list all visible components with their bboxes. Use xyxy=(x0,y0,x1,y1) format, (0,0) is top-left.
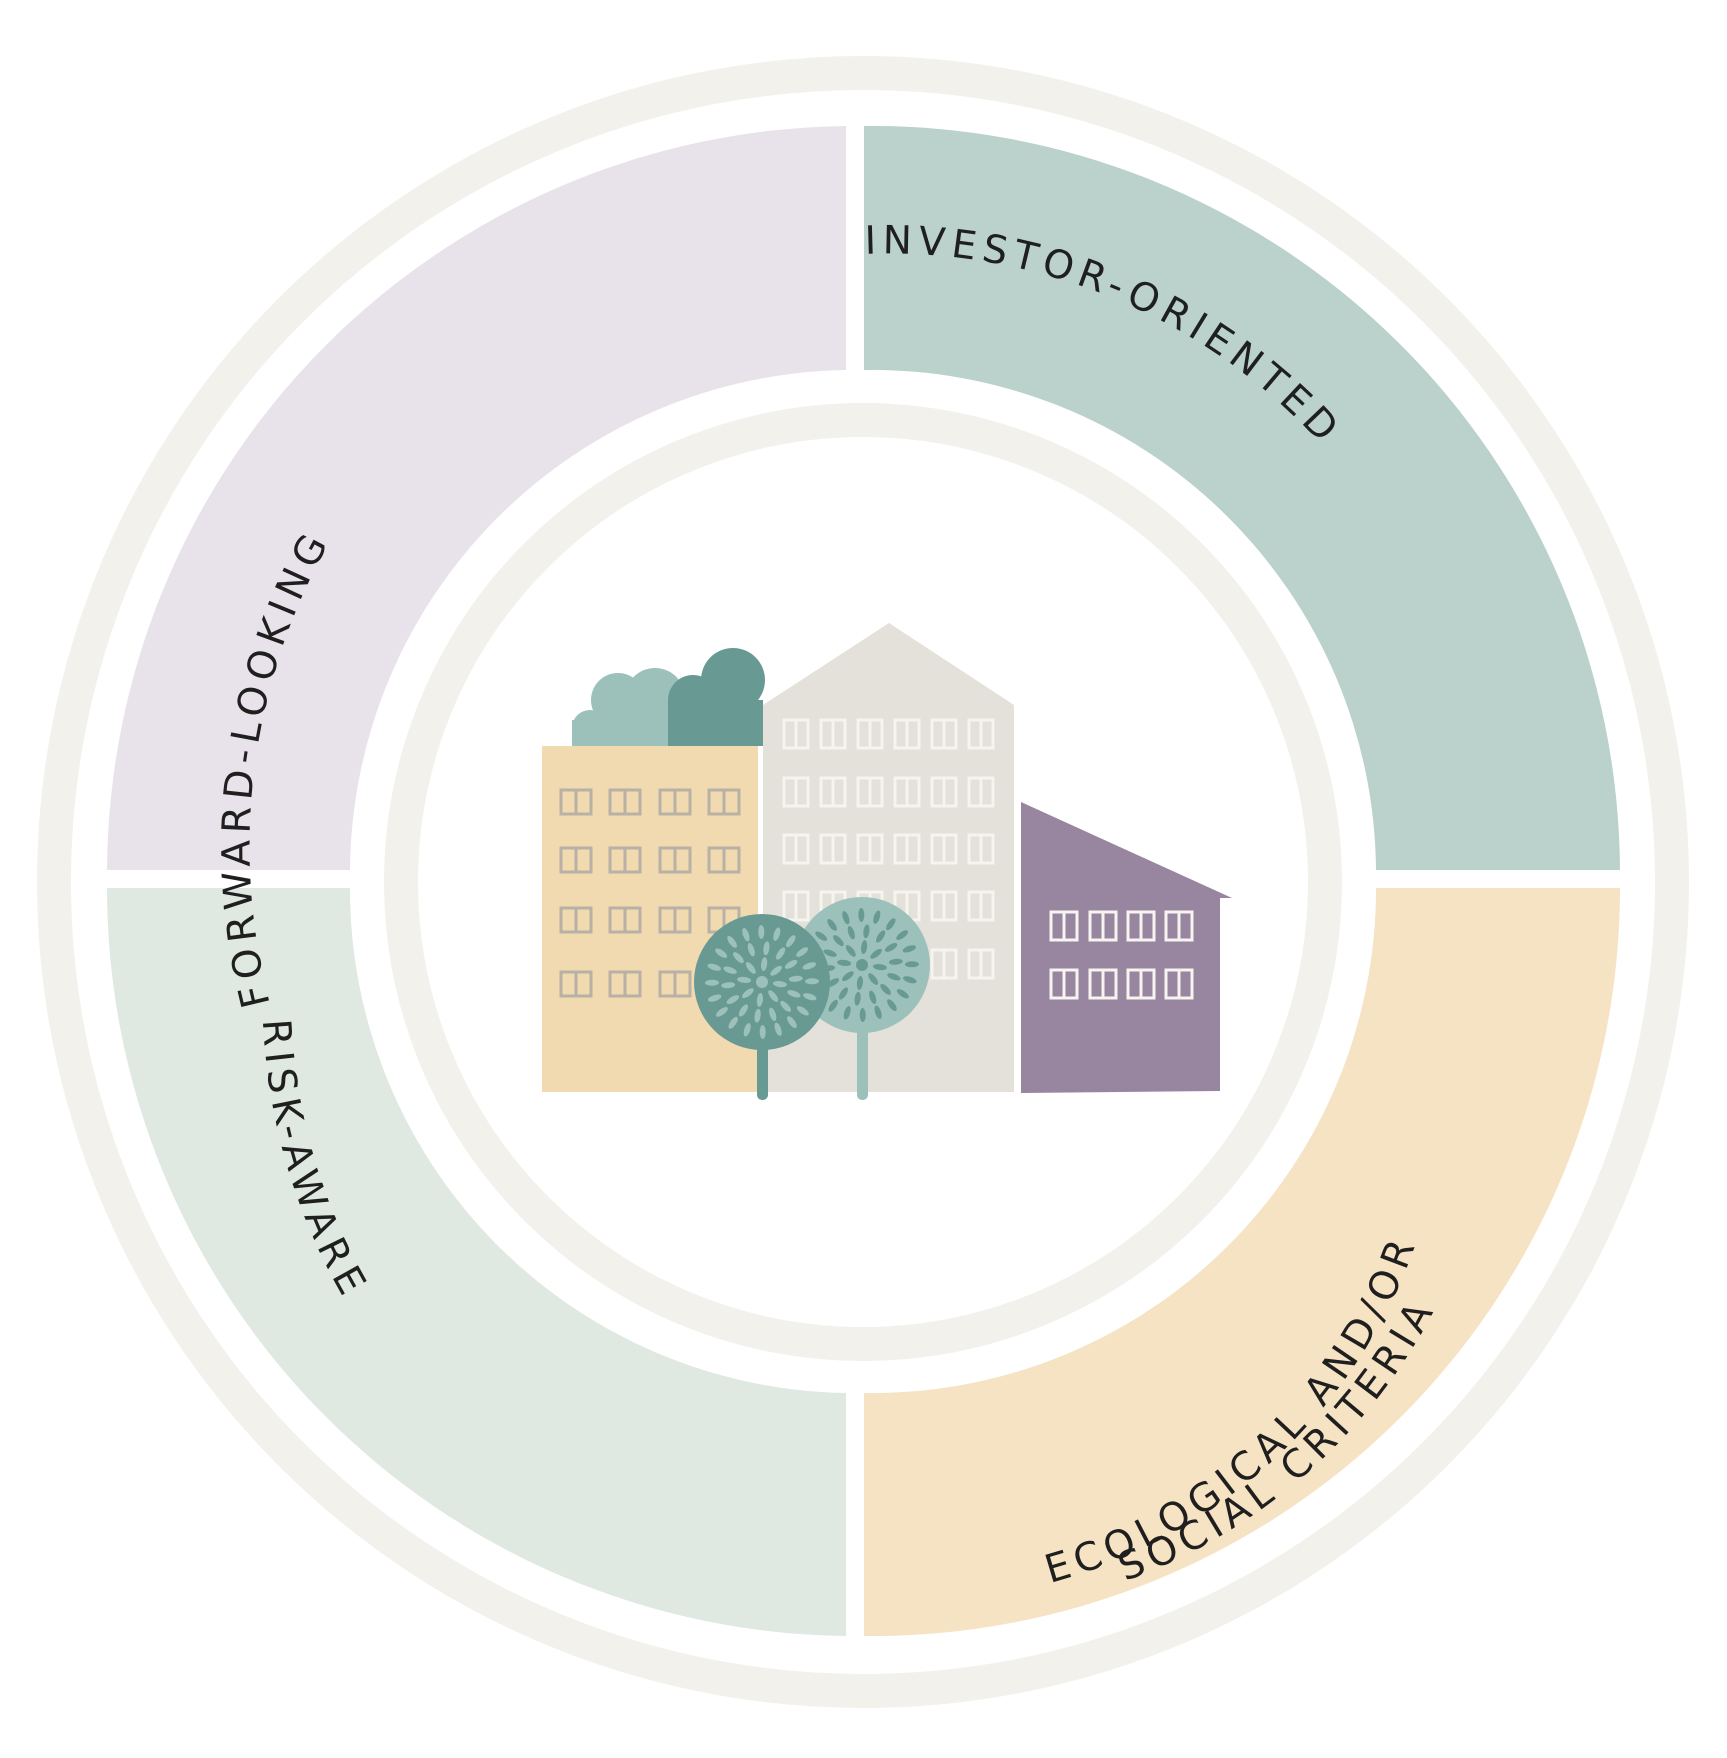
leaf xyxy=(884,942,898,952)
leaf xyxy=(870,948,882,959)
leaf xyxy=(742,988,754,999)
leaf xyxy=(902,945,916,953)
leaf xyxy=(854,991,861,1006)
building-right-windows xyxy=(1049,910,1194,1000)
city-buildings-with-trees-icon xyxy=(542,623,1232,1100)
leaf xyxy=(761,957,768,972)
leaf xyxy=(726,995,740,1005)
leaf xyxy=(742,928,750,942)
leaf xyxy=(856,975,863,990)
segment-investor-oriented xyxy=(864,125,1620,871)
leaf xyxy=(745,962,756,974)
outer-ring xyxy=(37,56,1689,1708)
leaf xyxy=(715,948,728,958)
leaf xyxy=(828,999,838,1012)
leaf xyxy=(905,961,919,968)
leaf-center xyxy=(856,959,868,971)
leaf xyxy=(869,990,877,1005)
leaf xyxy=(874,1005,882,1019)
leaf xyxy=(796,947,808,957)
leaf xyxy=(723,966,737,974)
leaf xyxy=(763,941,770,956)
leaf xyxy=(838,987,848,1000)
building-left xyxy=(542,746,758,1092)
leaf xyxy=(737,976,752,983)
segment-ecological-social xyxy=(864,888,1620,1637)
leaf xyxy=(887,973,901,981)
leaf xyxy=(837,959,852,966)
leaf xyxy=(868,973,879,985)
leaf xyxy=(772,981,787,988)
leaf xyxy=(886,918,896,931)
leaf xyxy=(780,1000,791,1012)
building-right xyxy=(1021,802,1232,1093)
leaf xyxy=(728,1016,738,1029)
leaf xyxy=(888,958,903,965)
leaf xyxy=(842,911,850,925)
leaf xyxy=(754,1008,761,1023)
tree-front-icon xyxy=(694,914,830,1100)
leaf xyxy=(788,975,803,982)
leaf xyxy=(769,1007,777,1022)
leaf xyxy=(896,930,908,940)
leaf xyxy=(847,925,855,940)
leaf xyxy=(859,1008,866,1022)
leaf xyxy=(805,978,819,985)
leaf xyxy=(842,971,854,982)
leaf xyxy=(876,930,886,943)
bush-dark-icon xyxy=(668,648,765,746)
leaf xyxy=(858,908,865,922)
leaf xyxy=(845,945,856,957)
leaf xyxy=(796,1006,809,1016)
leaf-center xyxy=(756,976,768,988)
leaf xyxy=(721,982,736,989)
leaf xyxy=(815,931,828,941)
leaf xyxy=(768,990,779,1002)
leaf xyxy=(708,994,722,1002)
leaf xyxy=(733,952,744,964)
leaf xyxy=(758,925,765,939)
segment-forward-looking xyxy=(107,126,846,870)
leaf xyxy=(861,940,868,955)
leaf xyxy=(727,936,737,948)
leaf xyxy=(787,990,801,998)
leaf xyxy=(803,993,817,1001)
leaf xyxy=(705,979,719,986)
leaf xyxy=(776,947,786,960)
leaf xyxy=(843,1006,851,1020)
leaf xyxy=(827,919,837,931)
leaf xyxy=(873,910,881,924)
leaf xyxy=(872,964,887,971)
leaf xyxy=(707,963,721,971)
tree-back-icon xyxy=(794,897,930,1100)
leaf xyxy=(786,935,796,948)
leaf xyxy=(863,924,870,939)
segment-risk-aware xyxy=(107,888,846,1636)
leaf xyxy=(716,1007,728,1017)
leaf xyxy=(784,959,798,969)
leaf xyxy=(802,962,816,970)
leaf xyxy=(743,1023,751,1037)
leaf xyxy=(880,983,891,995)
leaf xyxy=(774,1022,782,1036)
leaf xyxy=(738,1004,748,1017)
leaf xyxy=(759,1025,766,1039)
leaf xyxy=(787,1016,797,1028)
leaf xyxy=(887,999,897,1011)
leaf xyxy=(773,927,781,941)
leaf xyxy=(823,949,837,957)
leaf xyxy=(747,942,755,957)
leaf xyxy=(770,965,782,976)
leaf xyxy=(903,976,917,984)
leaf xyxy=(896,989,909,999)
leaf xyxy=(833,935,844,947)
leaf xyxy=(756,992,763,1007)
